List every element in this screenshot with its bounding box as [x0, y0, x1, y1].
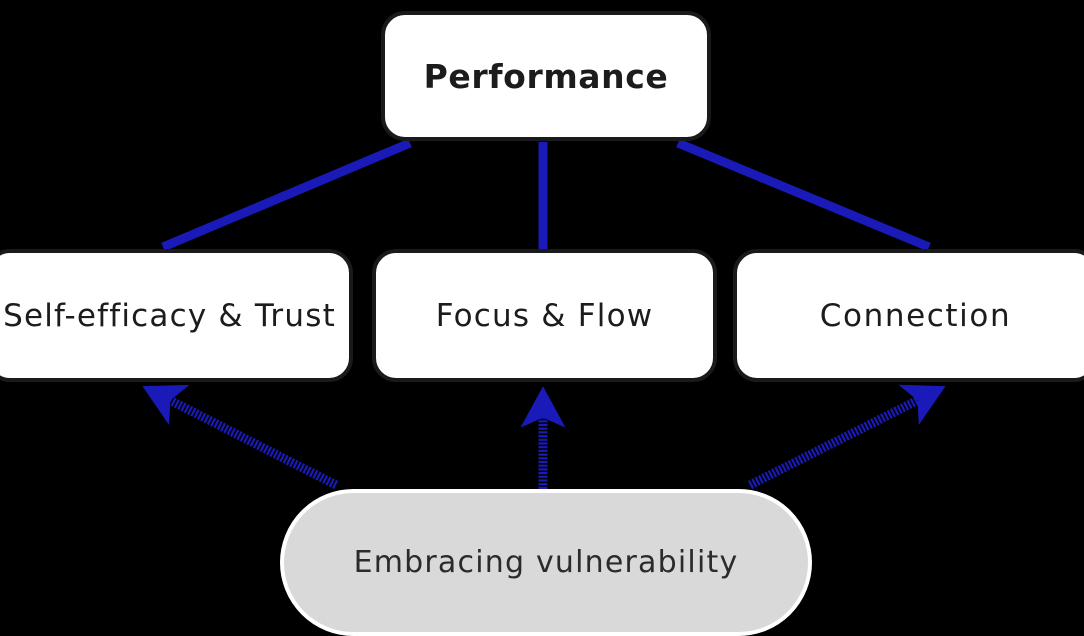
node-focus-flow-label: Focus & Flow [435, 297, 654, 334]
node-embracing-vulnerability[interactable]: Embracing vulnerability [280, 489, 812, 636]
node-connection[interactable]: Connection [733, 249, 1084, 382]
node-performance[interactable]: Performance [381, 11, 711, 141]
edge-vulnerability-to-connection [747, 384, 946, 490]
node-performance-label: Performance [423, 56, 669, 96]
node-connection-label: Connection [819, 297, 1012, 334]
node-self-efficacy-trust[interactable]: Self-efficacy & Trust [0, 249, 353, 382]
node-embracing-vulnerability-label: Embracing vulnerability [353, 545, 739, 580]
node-self-efficacy-trust-label: Self-efficacy & Trust [3, 297, 336, 334]
edge-performance-to-self-efficacy [161, 138, 412, 252]
edge-vulnerability-to-self-efficacy [142, 384, 339, 490]
node-focus-flow[interactable]: Focus & Flow [372, 249, 717, 382]
edge-performance-to-connection [676, 138, 931, 252]
